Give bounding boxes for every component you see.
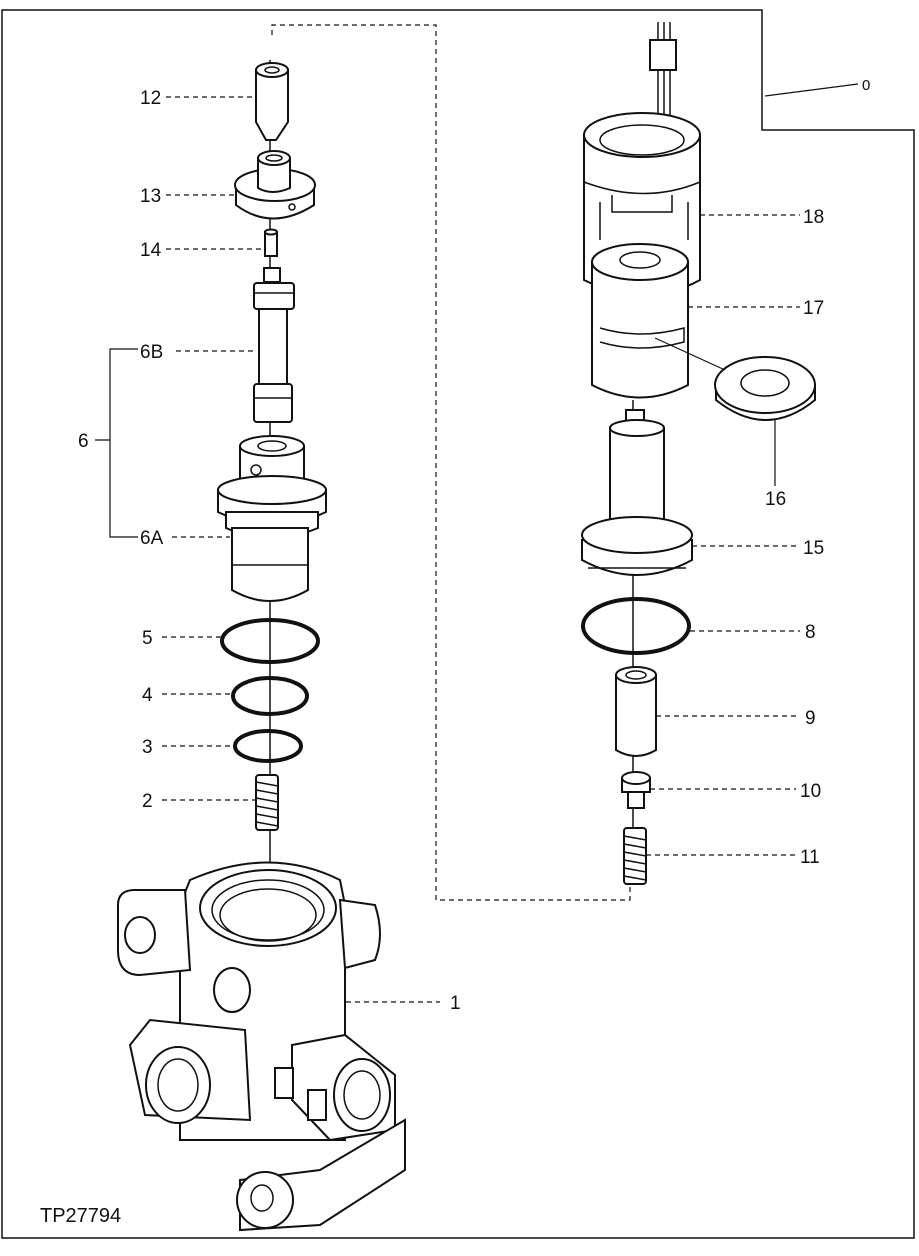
label-6a: 6A [140,528,164,549]
part-6b-spool [253,267,295,423]
leader-0 [764,83,859,97]
label-6: 6 [78,431,89,452]
part-3-o-ring [233,729,303,763]
part-10-poppet [621,771,651,809]
part-2-spring [255,774,279,831]
label-13: 13 [140,186,161,207]
label-18: 18 [803,207,824,228]
label-1: 1 [450,993,461,1014]
part-15-plunger [581,409,693,576]
part-5-o-ring [220,618,320,664]
part-14-pin [264,228,278,257]
label-9: 9 [805,708,816,729]
label-10: 10 [800,781,821,802]
part-4-o-ring [231,676,309,716]
label-11: 11 [800,847,820,868]
part-8-o-ring [581,597,691,655]
label-0: 0 [862,77,870,94]
bracket-6 [95,348,138,538]
label-2: 2 [142,791,153,812]
label-16: 16 [765,489,786,510]
part-6a-sleeve [217,435,327,602]
part-12-nozzle [255,62,289,141]
diagram-border [1,9,915,1239]
part-17-housing [591,243,689,399]
figure-id: TP27794 [40,1205,121,1227]
part-16-washer [654,337,816,421]
label-5: 5 [142,628,153,649]
part-1-valve-body [117,861,406,1232]
label-14: 14 [140,240,162,261]
label-8: 8 [805,622,816,643]
label-4: 4 [142,685,153,706]
label-6b: 6B [140,342,163,363]
part-9-sleeve [615,666,657,757]
label-3: 3 [142,737,153,758]
label-17: 17 [803,298,824,319]
assembly-connector [271,24,631,901]
label-12: 12 [140,88,161,109]
label-15: 15 [803,538,824,559]
part-13-flange [234,150,316,220]
part-11-spring [623,827,647,885]
